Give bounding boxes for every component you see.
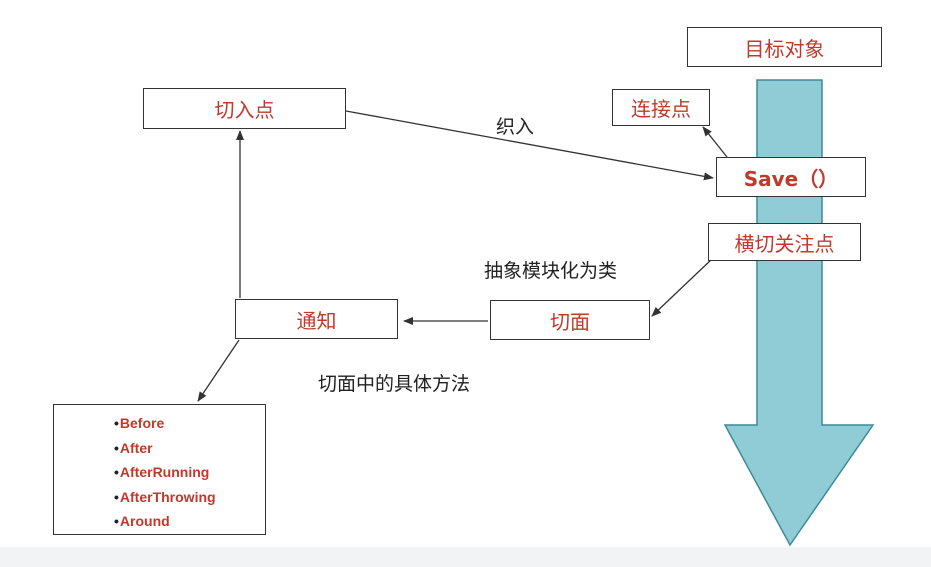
advice-type-before: Before — [114, 411, 265, 436]
aspect-box: 切面 — [490, 300, 650, 340]
advice-types-list: Before After AfterRunning AfterThrowing … — [114, 411, 265, 534]
abstraction-arrow — [651, 258, 713, 317]
advice-box: 通知 — [235, 299, 398, 339]
weave-label: 织入 — [496, 116, 535, 138]
pointcut-box: 切入点 — [143, 88, 346, 129]
save-method-box: Save（） — [716, 157, 866, 197]
join-point-arrow — [702, 126, 728, 158]
advice-types-arrow — [197, 339, 240, 402]
join-point-box: 连接点 — [612, 89, 710, 126]
advice-type-after-throwing: AfterThrowing — [114, 485, 265, 510]
advice-types-box: Before After AfterRunning AfterThrowing … — [53, 404, 266, 535]
abstraction-label: 抽象模块化为类 — [484, 260, 618, 282]
aspect-methods-label: 切面中的具体方法 — [318, 373, 471, 395]
weave-arrow — [345, 110, 714, 181]
advice-type-after-running: AfterRunning — [114, 460, 265, 485]
big-down-arrow — [723, 79, 875, 547]
target-object-box: 目标对象 — [687, 27, 882, 67]
advice-type-around: Around — [114, 509, 265, 534]
advice-type-after: After — [114, 436, 265, 461]
bottom-strip — [0, 547, 931, 567]
crosscutting-concern-box: 横切关注点 — [708, 223, 861, 261]
